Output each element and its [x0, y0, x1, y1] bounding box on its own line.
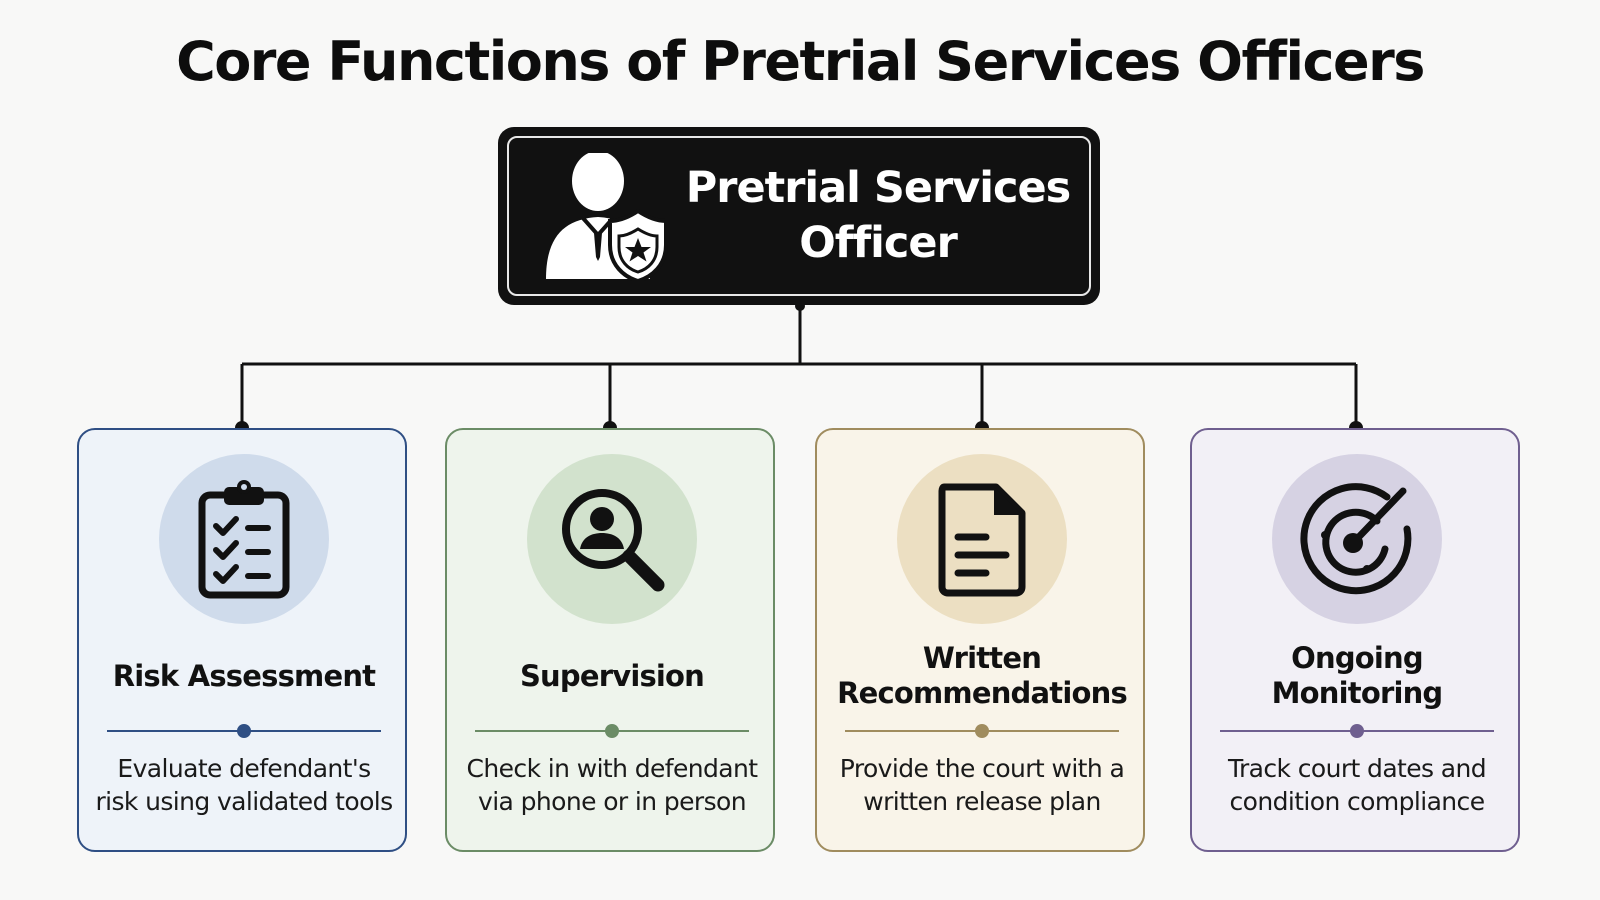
icon-circle: [897, 454, 1067, 624]
card-title: Ongoing Monitoring: [1271, 641, 1444, 710]
function-card-supervision: Supervision Check in with defendant via …: [445, 428, 775, 852]
card-title: Written Recommendations: [837, 641, 1128, 710]
function-card-risk-assessment: Risk Assessment Evaluate defendant's ris…: [77, 428, 407, 852]
card-title: Supervision: [519, 658, 705, 693]
page-title: Core Functions of Pretrial Services Offi…: [176, 30, 1425, 93]
card-description: Track court dates and condition complian…: [1227, 754, 1487, 816]
card-title: Risk Assessment: [112, 658, 376, 693]
card-divider: [845, 724, 1119, 738]
card-divider: [475, 724, 749, 738]
card-description: Evaluate defendant's risk using validate…: [95, 754, 393, 816]
officer-badge-icon: [546, 153, 668, 281]
icon-circle: [1272, 454, 1442, 624]
root-label: Pretrial Services Officer: [685, 162, 1071, 268]
function-card-written-recommendations: Written Recommendations Provide the cour…: [815, 428, 1145, 852]
clipboard-checklist-icon: [198, 480, 290, 599]
icon-circle: [159, 454, 329, 624]
card-divider: [107, 724, 381, 738]
function-card-ongoing-monitoring: Ongoing Monitoring Track court dates and…: [1190, 428, 1520, 852]
icon-circle: [527, 454, 697, 624]
document-icon: [938, 483, 1026, 597]
card-divider: [1220, 724, 1494, 738]
radar-icon: [1300, 483, 1412, 595]
root-node: Pretrial Services Officer: [498, 127, 1100, 305]
card-description: Provide the court with a written release…: [839, 754, 1125, 816]
magnifier-person-icon: [562, 489, 665, 592]
card-description: Check in with defendant via phone or in …: [466, 754, 758, 816]
